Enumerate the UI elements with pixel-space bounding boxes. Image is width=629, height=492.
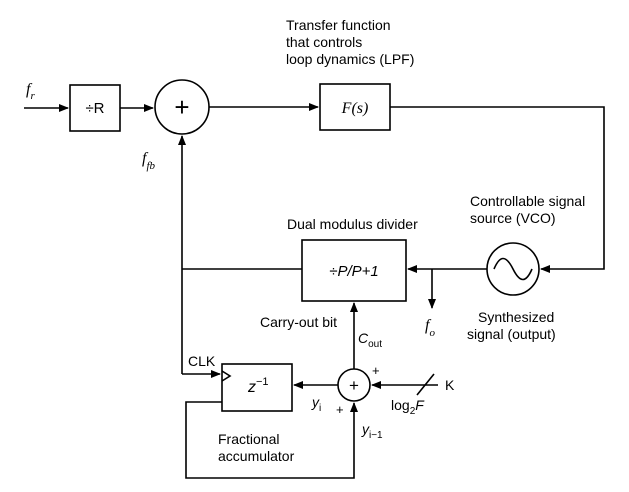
fractional-label-line2: accumulator: [218, 448, 295, 464]
accumulator-feedback-line: [185, 401, 358, 479]
dual-modulus-title: Dual modulus divider: [287, 216, 418, 232]
input-fr-label: fr: [26, 81, 35, 102]
divide-r-label: ÷R: [85, 100, 104, 117]
yi-label: yi: [311, 394, 321, 414]
fractional-label-line1: Fractional: [218, 431, 279, 447]
transfer-label-line3: loop dynamics (LPF): [286, 51, 414, 67]
log2f-label: log2F: [391, 397, 425, 417]
delay-block: [221, 363, 293, 412]
bus-slash: [416, 373, 435, 396]
yi-minus-1-label: yi−1: [361, 421, 383, 441]
sine-wave-icon: [493, 257, 533, 281]
clk-label: CLK: [188, 353, 216, 369]
transfer-label-line1: Transfer function: [286, 17, 391, 33]
adder-plus-bottom: +: [336, 402, 344, 417]
adder-plus-top: +: [372, 363, 380, 378]
summer-sign: +: [174, 92, 189, 122]
synth-label-line2: signal (output): [467, 326, 556, 342]
dual-modulus-label: ÷P/P+1: [329, 263, 379, 280]
transfer-label-line2: that controls: [286, 34, 362, 50]
delay-label: z−1: [247, 376, 269, 396]
synth-label-line1: Synthesized: [478, 309, 554, 325]
cout-label: Cout: [358, 330, 382, 350]
vco-label-line2: source (VCO): [470, 210, 556, 226]
output-fo-label: fo: [425, 317, 435, 339]
filter-to-vco-line: [390, 106, 605, 273]
k-label: K: [445, 377, 455, 393]
ffb-label: ffb: [142, 150, 156, 172]
adder-sign: +: [349, 376, 359, 395]
dual-modulus-divider-block: [301, 239, 407, 302]
filter-label: F(s): [341, 100, 369, 117]
vco-label-line1: Controllable signal: [470, 193, 585, 209]
clock-edge-icon: [221, 370, 232, 382]
carry-out-label: Carry-out bit: [260, 314, 337, 330]
